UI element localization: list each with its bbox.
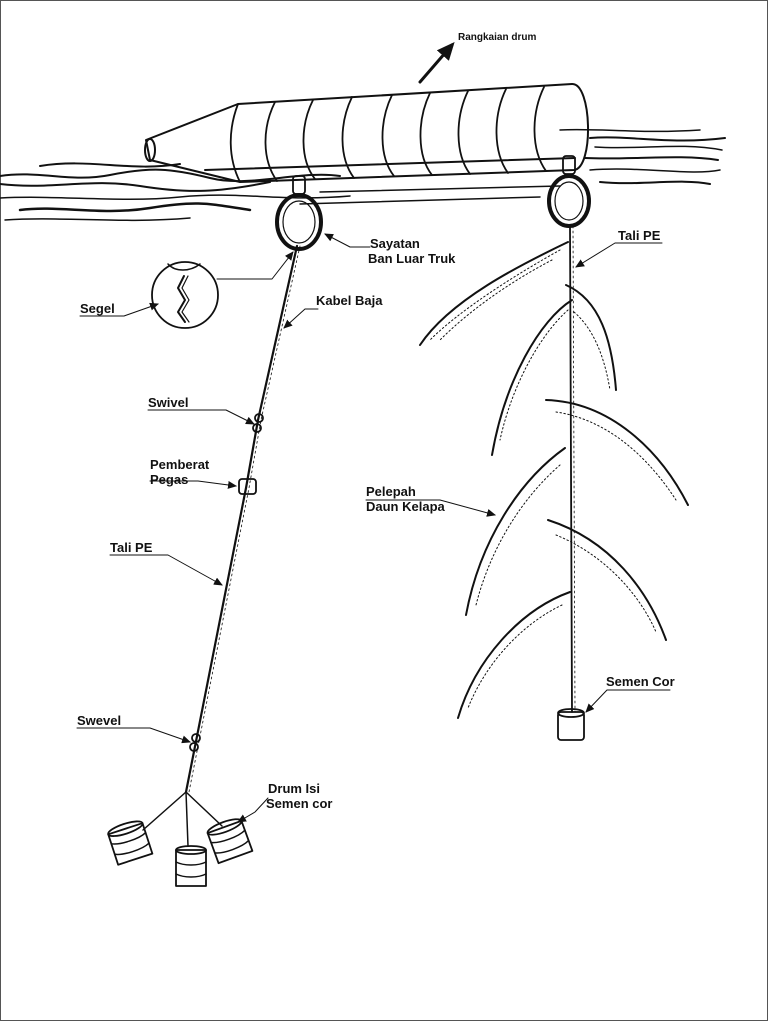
right-rope bbox=[569, 225, 573, 713]
coconut-frond bbox=[547, 519, 667, 641]
label-pemberat: Pemberat bbox=[150, 457, 210, 472]
swivel-icon bbox=[252, 413, 264, 433]
anchor-drum bbox=[175, 845, 207, 887]
coconut-frond bbox=[545, 399, 689, 506]
drum-raft bbox=[144, 82, 589, 183]
leader-lines bbox=[76, 233, 671, 823]
drum-bridle bbox=[142, 791, 223, 847]
coconut-frond bbox=[419, 241, 569, 346]
coconut-frond bbox=[491, 284, 617, 456]
label-sayatan: Sayatan bbox=[370, 236, 420, 251]
label-ban-luar-truk: Ban Luar Truk bbox=[368, 251, 456, 266]
right-tire-ring bbox=[547, 155, 591, 228]
label-rangkaian-drum: Rangkaian drum bbox=[458, 32, 536, 43]
label-swivel: Swivel bbox=[148, 395, 188, 410]
left-tire-ring bbox=[275, 175, 323, 251]
arrow-icon bbox=[418, 41, 455, 84]
label-tali-pe-left: Tali PE bbox=[110, 540, 153, 555]
label-kabel-baja: Kabel Baja bbox=[316, 293, 383, 308]
left-cable bbox=[184, 244, 301, 794]
anchor-drum bbox=[206, 818, 254, 865]
seal-detail bbox=[151, 261, 219, 329]
label-pegas: Pegas bbox=[150, 472, 188, 487]
coconut-frond bbox=[457, 591, 571, 719]
label-swevel: Swevel bbox=[77, 713, 121, 728]
label-daun-kelapa: Daun Kelapa bbox=[366, 499, 446, 514]
cement-weight bbox=[557, 708, 585, 741]
anchor-drum bbox=[107, 820, 154, 866]
coconut-frond bbox=[465, 447, 566, 616]
spring-weight bbox=[238, 478, 257, 495]
label-semen-cor-drum: Semen cor bbox=[266, 796, 332, 811]
label-semen-cor: Semen Cor bbox=[606, 674, 675, 689]
label-pelepah: Pelepah bbox=[366, 484, 416, 499]
swevel-icon bbox=[189, 733, 201, 752]
label-tali-pe-right: Tali PE bbox=[618, 228, 661, 243]
label-drum-isi: Drum Isi bbox=[268, 781, 320, 796]
label-segel: Segel bbox=[80, 301, 115, 316]
water-surface bbox=[0, 128, 726, 222]
